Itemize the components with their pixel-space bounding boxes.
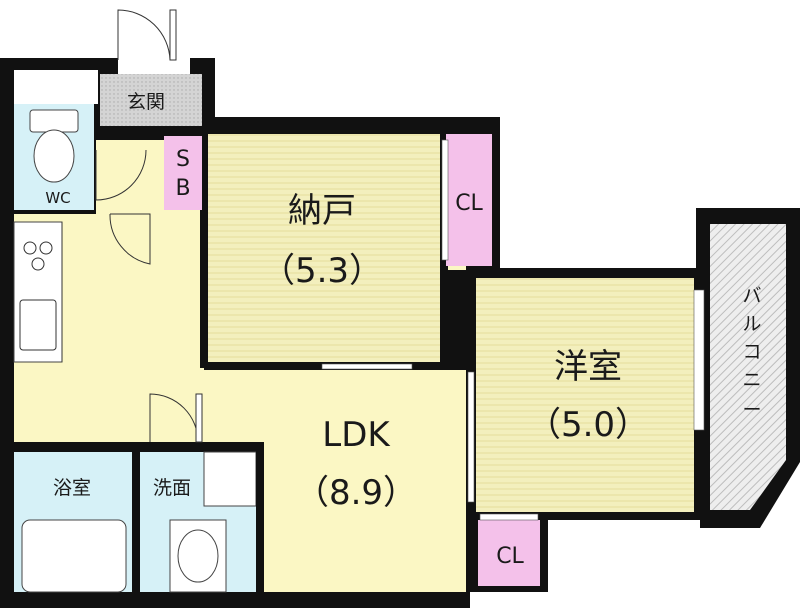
balcony-char: ル bbox=[742, 313, 761, 335]
wc-label: WC bbox=[45, 189, 70, 207]
storage-room-label: 納戸 bbox=[288, 191, 356, 231]
wall-wash-east bbox=[256, 442, 264, 592]
western-room-size: （5.0） bbox=[527, 405, 649, 445]
closet-bottom bbox=[478, 520, 540, 586]
western-room-floor bbox=[476, 278, 694, 512]
balcony bbox=[710, 224, 786, 510]
storage-room-floor bbox=[208, 132, 442, 362]
closet-bottom-label: CL bbox=[496, 544, 524, 569]
wc-door-swing bbox=[95, 149, 147, 201]
kitchen-counter bbox=[13, 221, 63, 363]
wall-bath-top bbox=[10, 442, 260, 452]
wall-storage-west bbox=[200, 128, 208, 368]
storage-room-size: （5.3） bbox=[261, 251, 383, 291]
hall-door-swing bbox=[109, 213, 151, 265]
wall-storage-north bbox=[200, 126, 496, 134]
burner-icon bbox=[23, 241, 37, 255]
closet-top-label: CL bbox=[455, 191, 483, 216]
washroom-label: 洗面 bbox=[153, 477, 191, 499]
burner-icon bbox=[31, 257, 45, 271]
entrance-floor bbox=[100, 74, 202, 126]
western-sliding-door bbox=[467, 371, 475, 503]
vanity-basin bbox=[177, 529, 219, 583]
shoe-box-label-s: S bbox=[176, 147, 190, 172]
shoe-box bbox=[164, 136, 202, 210]
balcony-label: バ ル コ ニ ー bbox=[742, 285, 761, 421]
vanity bbox=[169, 519, 227, 593]
entrance-door-leaf bbox=[169, 9, 177, 61]
wall-western-south bbox=[466, 512, 702, 520]
closet-top-door bbox=[441, 139, 449, 261]
western-window bbox=[693, 289, 705, 431]
ldk-floor-lower bbox=[258, 370, 466, 592]
entrance-door-gap bbox=[118, 58, 190, 74]
wc-upper-wall bbox=[14, 70, 98, 104]
entrance-door-swing bbox=[117, 9, 171, 61]
shoe-box-label-b: B bbox=[175, 176, 190, 201]
closet-top bbox=[446, 134, 492, 266]
closet-bottom-door bbox=[479, 513, 539, 521]
bathroom-label: 浴室 bbox=[53, 477, 91, 499]
toilet-tank bbox=[29, 109, 79, 133]
wash-door-leaf bbox=[195, 393, 203, 443]
ldk-label: LDK bbox=[322, 415, 391, 455]
balcony-char: コ bbox=[742, 341, 761, 363]
burner-icon bbox=[39, 241, 53, 255]
balcony-char: バ bbox=[742, 285, 761, 307]
bathtub bbox=[21, 519, 127, 593]
western-room-label: 洋室 bbox=[554, 347, 622, 387]
washing-machine-space bbox=[203, 451, 257, 507]
entrance-label: 玄関 bbox=[127, 91, 165, 113]
balcony-char: ー bbox=[742, 399, 761, 421]
wall-western-north bbox=[466, 268, 700, 278]
balcony-char: ニ bbox=[742, 369, 761, 391]
wall-bath-wash bbox=[132, 448, 140, 592]
storage-sliding-door bbox=[321, 363, 413, 370]
toilet-bowl bbox=[33, 129, 75, 183]
sink bbox=[19, 299, 57, 351]
ldk-size: （8.9） bbox=[295, 473, 417, 513]
